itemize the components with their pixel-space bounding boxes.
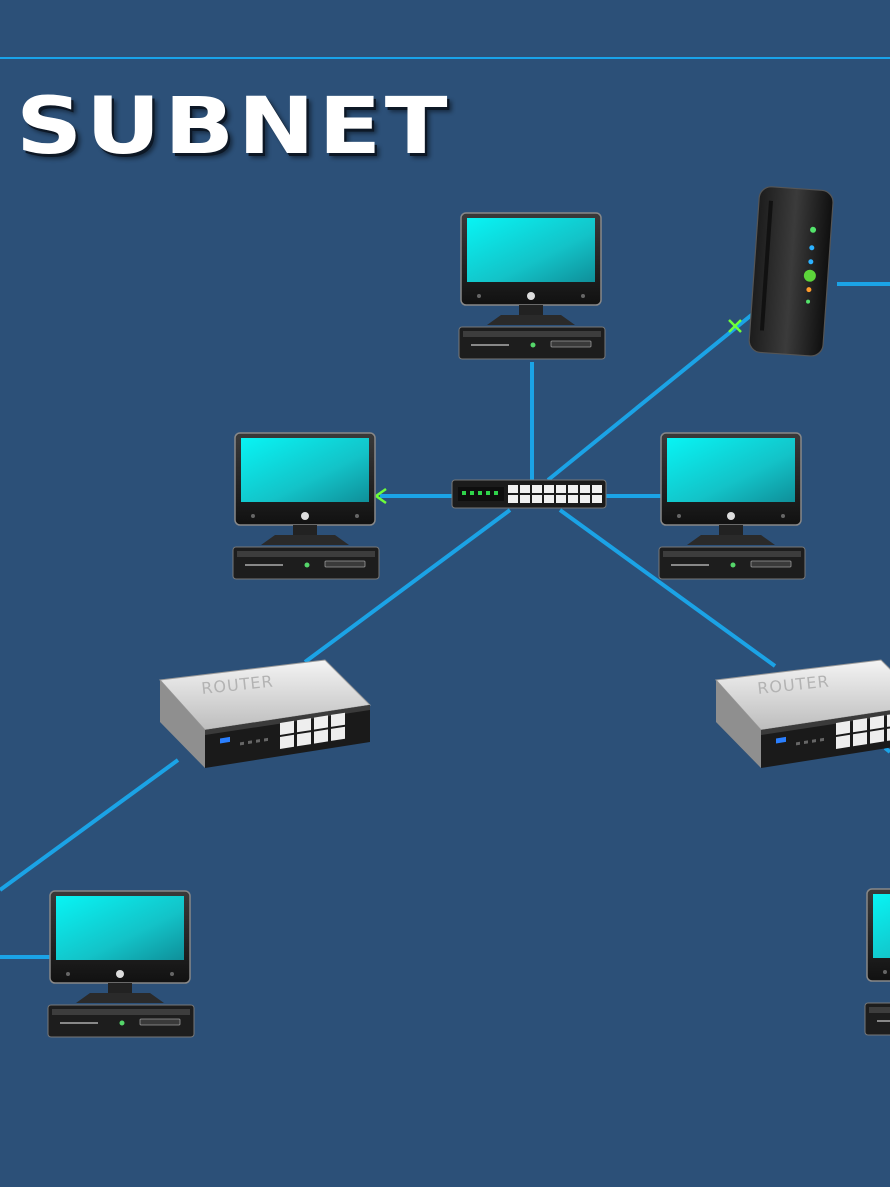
network-switch bbox=[452, 480, 606, 508]
computer-bottom-left bbox=[48, 891, 194, 1037]
modem bbox=[748, 186, 833, 357]
network-links bbox=[0, 284, 890, 957]
page-title: SUBNET bbox=[16, 88, 451, 166]
computer-left bbox=[233, 433, 379, 579]
router-left: ROUTER bbox=[160, 660, 370, 768]
computer-bottom-right bbox=[865, 889, 890, 1035]
router-right: ROUTER bbox=[716, 660, 890, 768]
computer-top bbox=[459, 213, 605, 359]
computer-right bbox=[659, 433, 805, 579]
